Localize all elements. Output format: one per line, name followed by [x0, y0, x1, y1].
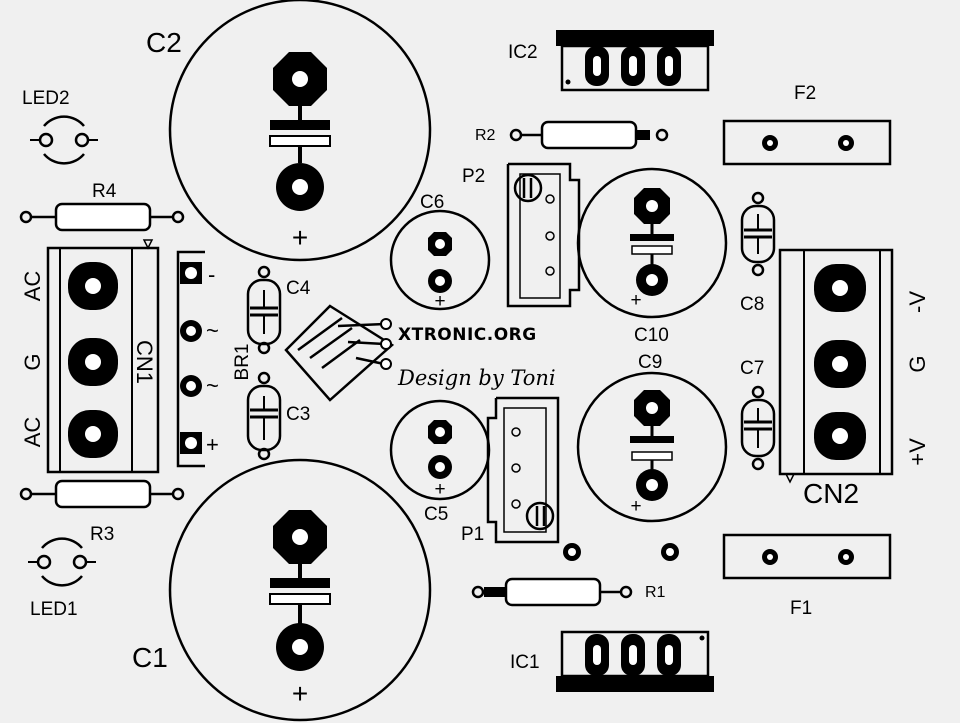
- mounting-pads: [563, 543, 679, 561]
- c8-label: C8: [740, 294, 764, 315]
- trimmer-p1: [486, 396, 560, 544]
- led1-label: LED1: [30, 599, 78, 620]
- plus-mark: +: [292, 678, 308, 709]
- brand-logo-text: XTRONIC.ORG: [398, 325, 537, 345]
- led1: [28, 537, 96, 587]
- capacitor-c9: [576, 371, 728, 523]
- resistor-r1: [471, 577, 633, 607]
- p2-label: P2: [462, 166, 485, 187]
- capacitor-c1: +: [168, 458, 432, 722]
- plus-mark: +: [292, 222, 308, 253]
- r4-label: R4: [92, 181, 117, 202]
- cn2-pin-minus-v: -V: [905, 291, 930, 313]
- regulator-ic2: [556, 30, 714, 92]
- capacitor-c4: [246, 265, 282, 355]
- c2-label: C2: [146, 27, 182, 58]
- terminal-cn2: [778, 248, 894, 484]
- fuse-f2: [722, 119, 892, 166]
- fuse-f1: [722, 533, 892, 580]
- capacitor-c2: +: [168, 0, 432, 262]
- r1-label: R1: [645, 584, 666, 601]
- br1-label: BR1: [232, 344, 253, 381]
- c10-plus: +: [630, 290, 641, 311]
- ic1-label: IC1: [510, 652, 540, 673]
- f1-label: F1: [790, 598, 812, 619]
- capacitor-c8: [740, 191, 776, 277]
- author-signature: Design by Toni: [397, 366, 556, 390]
- c10-label: C10: [634, 325, 669, 346]
- cn1-pin-g: G: [20, 353, 45, 370]
- led2: [30, 115, 98, 165]
- c9-label: C9: [638, 352, 662, 373]
- capacitor-c3: [246, 371, 282, 461]
- capacitor-c5: [389, 399, 491, 501]
- br1-tilde-1: ~: [206, 318, 219, 343]
- c6-label: C6: [420, 192, 444, 213]
- capacitor-c10: [576, 167, 728, 319]
- c9-plus: +: [630, 496, 641, 517]
- c1-label: C1: [132, 642, 168, 673]
- br1-minus: -: [208, 262, 215, 287]
- br1-plus: +: [206, 432, 219, 457]
- cn2-pin-g: G: [905, 355, 930, 372]
- resistor-r3: [19, 479, 185, 509]
- cn1-label: CN1: [132, 340, 157, 384]
- regulator-ic1: [556, 630, 714, 692]
- c7-label: C7: [740, 358, 764, 379]
- capacitor-c7: [740, 385, 776, 471]
- cn2-label: CN2: [803, 478, 859, 509]
- cn2-pin-plus-v: +V: [905, 438, 930, 466]
- capacitor-c6: [389, 209, 491, 311]
- cn1-pin-ac-bottom: AC: [20, 417, 45, 448]
- trimmer-p2: [506, 162, 581, 308]
- p1-label: P1: [461, 524, 484, 545]
- cn1-pin-ac-top: AC: [20, 271, 45, 302]
- c3-label: C3: [286, 404, 310, 425]
- resistor-r2: [509, 120, 669, 150]
- br1-tilde-2: ~: [206, 373, 219, 398]
- c5-label: C5: [424, 504, 448, 525]
- led2-label: LED2: [22, 88, 70, 109]
- resistor-r4: [19, 202, 185, 232]
- c6-plus: +: [434, 291, 445, 312]
- c5-plus: +: [434, 479, 445, 500]
- ic2-label: IC2: [508, 42, 538, 63]
- r3-label: R3: [90, 524, 114, 545]
- r2-label: R2: [475, 127, 496, 144]
- terminal-cn1: [46, 239, 160, 474]
- xtronic-logo-icon: [284, 304, 395, 402]
- f2-label: F2: [794, 83, 816, 104]
- c4-label: C4: [286, 278, 311, 299]
- bridge-br1: [176, 250, 205, 468]
